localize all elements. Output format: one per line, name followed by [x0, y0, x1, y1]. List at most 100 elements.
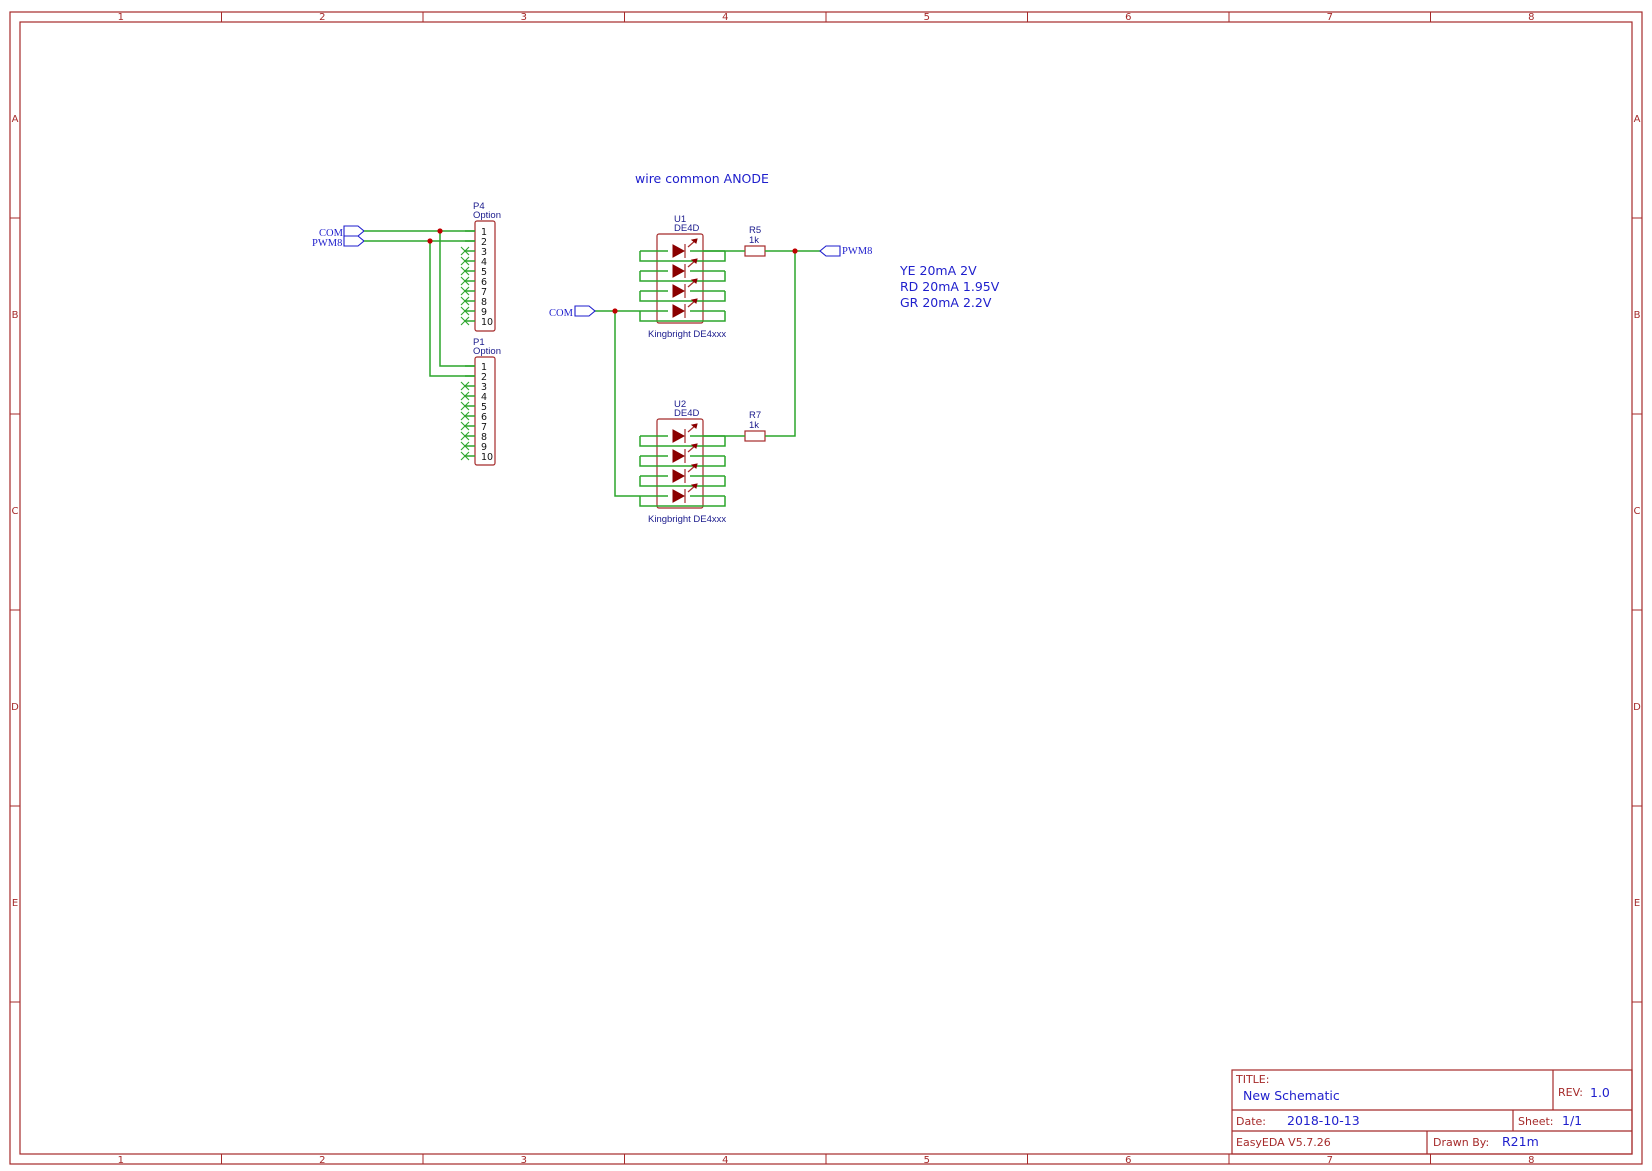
note-common-anode: wire common ANODE — [635, 171, 769, 186]
zone-col-top: 6 — [1125, 12, 1131, 23]
rev-value: 1.0 — [1590, 1085, 1610, 1100]
zone-col-bottom: 8 — [1528, 1155, 1534, 1166]
pin-number: 4 — [481, 257, 487, 268]
com-flag-shape — [343, 225, 365, 237]
zone-row-right: A — [1634, 114, 1641, 125]
zone-col-top: 2 — [319, 12, 325, 23]
resistor-r7[interactable]: R7 1k — [744, 410, 766, 442]
u2-footprint: Kingbright DE4xxx — [648, 514, 726, 525]
outer-frame — [9, 11, 1643, 1165]
zone-row-right: C — [1634, 506, 1641, 517]
r5-ref: R5 — [749, 225, 761, 236]
no-connect-mark — [460, 286, 470, 296]
rev-label: REV: — [1558, 1086, 1583, 1099]
zone-col-bottom: 2 — [319, 1155, 325, 1166]
title-value: New Schematic — [1243, 1088, 1340, 1103]
pin-number: 4 — [481, 392, 487, 403]
pin-number: 10 — [481, 452, 493, 463]
no-connect-mark — [460, 306, 470, 316]
led-arrow-head — [690, 443, 698, 449]
zone-col-bottom: 6 — [1125, 1155, 1131, 1166]
u2-body — [656, 418, 704, 509]
r7-body — [744, 430, 766, 442]
zone-col-bottom: 7 — [1327, 1155, 1333, 1166]
led-arrow-head — [690, 238, 698, 244]
no-connect-mark — [460, 246, 470, 256]
sheet-label: Sheet: — [1518, 1115, 1554, 1128]
net-flag-com-mid[interactable]: COM — [549, 305, 596, 319]
com-left-label: COM — [319, 228, 344, 239]
title-block: TITLE: New Schematic REV: 1.0 Date: 2018… — [1231, 1069, 1633, 1155]
led-diode — [672, 429, 686, 443]
led-loop-wire — [639, 476, 726, 487]
pwm-left-label: PWM8 — [312, 238, 342, 249]
led-notes: YE 20mA 2V RD 20mA 1.95V GR 20mA 2.2V — [899, 263, 1000, 310]
pin-number: 8 — [481, 432, 487, 443]
led-arrow-head — [690, 483, 698, 489]
led-loop-wire — [639, 291, 726, 302]
zone-col-top: 4 — [722, 12, 728, 23]
pin-number: 3 — [481, 382, 487, 393]
net-flag-com-left[interactable]: COM — [319, 225, 365, 239]
led-loop-wire — [639, 456, 726, 467]
date-value: 2018-10-13 — [1287, 1113, 1360, 1128]
junction — [792, 248, 798, 254]
led-arrow-head — [690, 463, 698, 469]
zone-row-left: D — [11, 702, 19, 713]
led-diode — [672, 264, 686, 278]
resistor-r5[interactable]: R5 1k — [744, 225, 766, 257]
led-note-ye: YE 20mA 2V — [899, 263, 977, 278]
pin-number: 8 — [481, 297, 487, 308]
net-flag-pwm-right[interactable]: PWM8 — [819, 245, 872, 257]
r7-ref: R7 — [749, 410, 761, 421]
drawn-by-label: Drawn By: — [1433, 1136, 1489, 1149]
inner-frame — [19, 21, 1633, 1155]
pin-number: 9 — [481, 442, 487, 453]
left-wiring — [364, 228, 475, 377]
led-loop-wire — [639, 496, 726, 507]
led-loop-wire — [639, 311, 726, 322]
pwm-right-flag-shape — [819, 245, 841, 257]
led-note-gr: GR 20mA 2.2V — [900, 295, 992, 310]
pin-number: 2 — [481, 372, 487, 383]
led-diode — [672, 489, 686, 503]
right-wiring — [595, 248, 820, 497]
no-connect-mark — [460, 381, 470, 391]
u2-ref: U2 — [674, 399, 686, 410]
no-connect-mark — [460, 391, 470, 401]
pwm-flag-shape — [343, 235, 365, 247]
title-label: TITLE: — [1235, 1073, 1269, 1086]
led-note-rd: RD 20mA 1.95V — [900, 279, 1000, 294]
zone-col-bottom: 3 — [521, 1155, 527, 1166]
no-connect-mark — [460, 276, 470, 286]
p4-body — [474, 220, 496, 332]
led-u2[interactable]: U2 DE4D Kingbright DE4xxx — [648, 399, 726, 525]
com-mid-label: COM — [549, 308, 574, 319]
zone-col-bottom: 5 — [924, 1155, 930, 1166]
no-connect-mark — [460, 411, 470, 421]
r7-value: 1k — [749, 420, 759, 431]
no-connect-mark — [460, 421, 470, 431]
zone-row-right: D — [1633, 702, 1641, 713]
junction — [612, 308, 618, 314]
zone-row-left: E — [12, 898, 18, 909]
pin-number: 10 — [481, 317, 493, 328]
zone-col-top: 7 — [1327, 12, 1333, 23]
u2-value: DE4D — [674, 408, 699, 419]
no-connect-mark — [460, 296, 470, 306]
led-diode — [672, 284, 686, 298]
u1-body — [656, 233, 704, 324]
u1-value: DE4D — [674, 223, 699, 234]
led-u1[interactable]: U1 DE4D Kingbright DE4xxx — [648, 214, 726, 340]
junction — [437, 228, 443, 234]
pin-number: 3 — [481, 247, 487, 258]
zone-row-left: B — [12, 310, 19, 321]
led-arrow-head — [690, 258, 698, 264]
net-flag-pwm-left[interactable]: PWM8 — [312, 235, 365, 249]
u1-footprint: Kingbright DE4xxx — [648, 329, 726, 340]
no-connect-mark — [460, 451, 470, 461]
